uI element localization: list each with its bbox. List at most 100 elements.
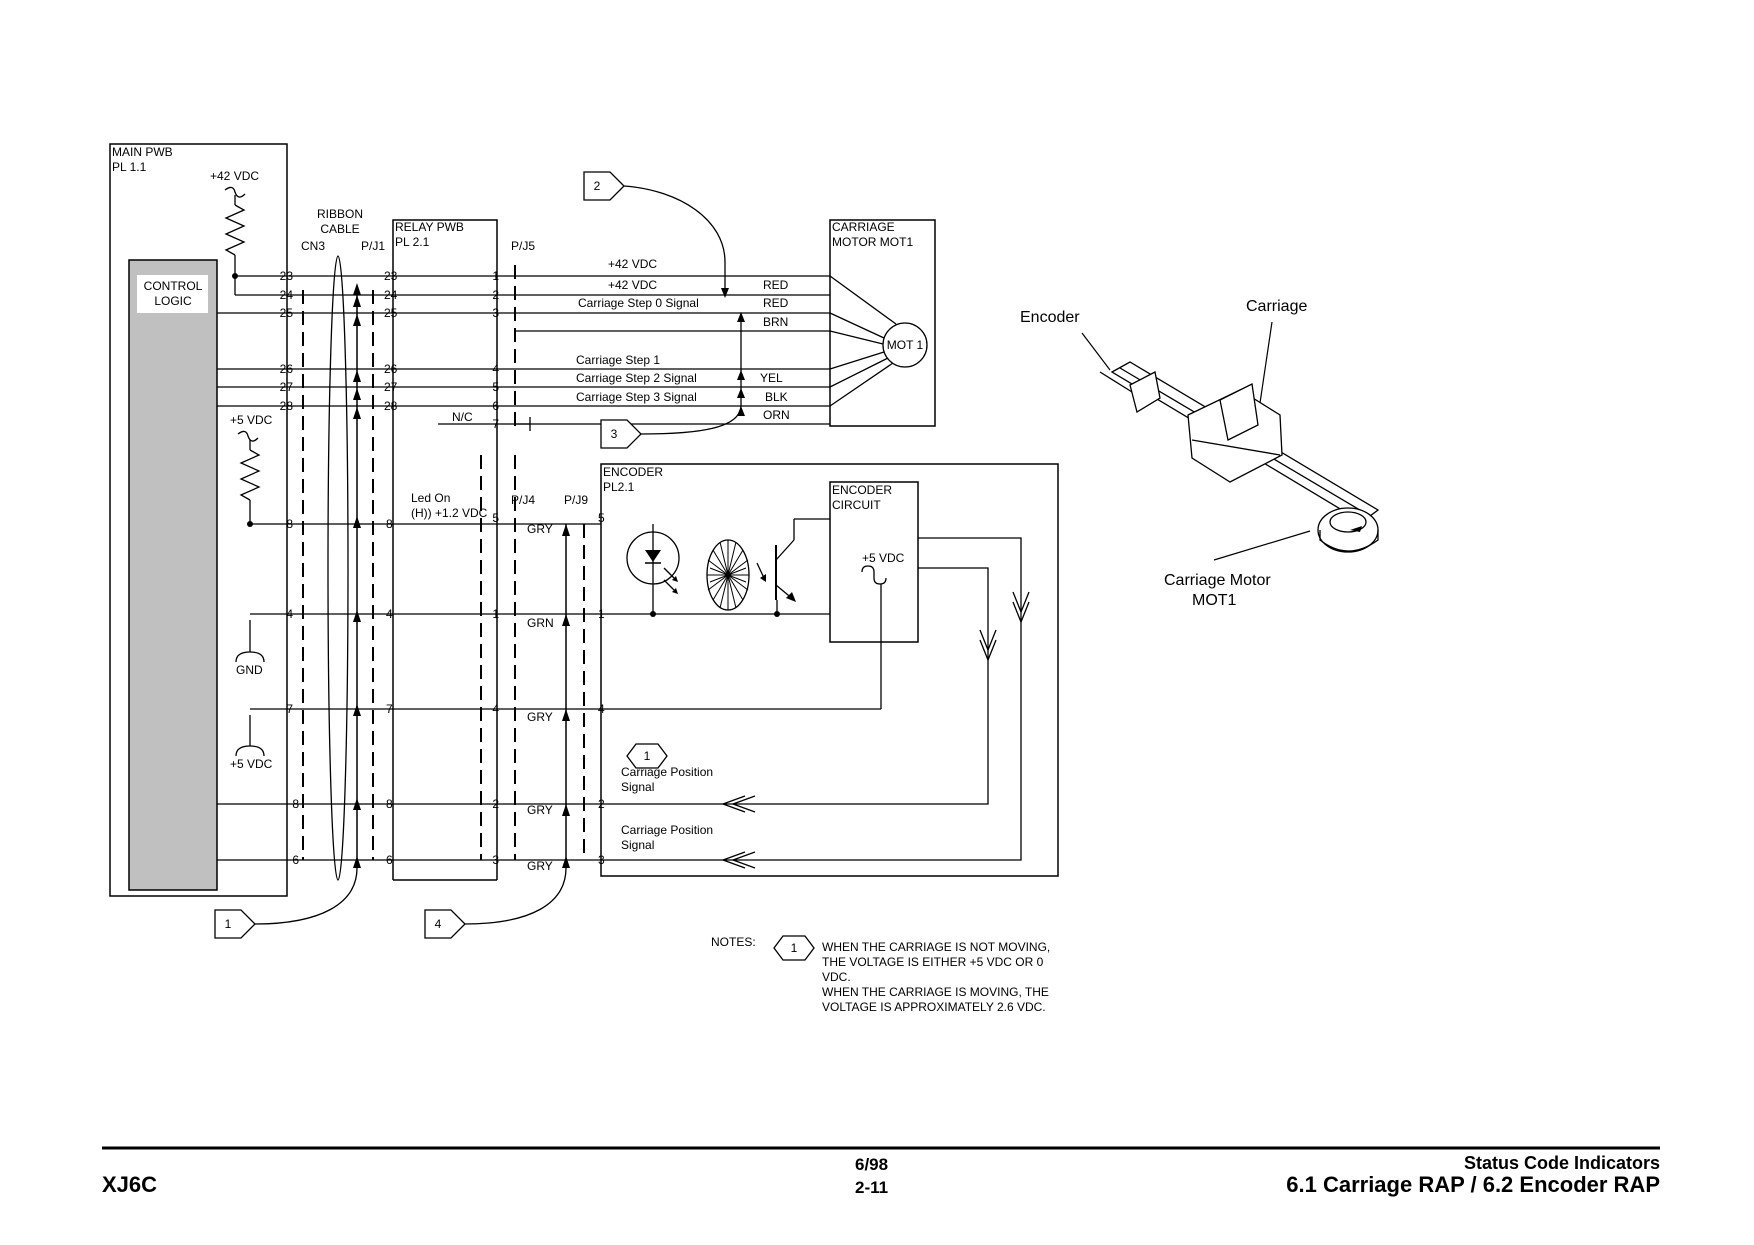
encoder-wheel-icon: [706, 539, 750, 611]
pj1-pin: 7: [386, 702, 393, 716]
footer-page: 2-11: [855, 1178, 889, 1197]
pj1-pin: 24: [384, 288, 398, 302]
main-pwb-title: MAIN PWB: [112, 145, 173, 159]
cn3-pin: 23: [280, 269, 294, 283]
wire-color: GRY: [527, 710, 553, 724]
position-signal-1a: Carriage Position: [621, 765, 713, 779]
notes: NOTES: 1 WHEN THE CARRIAGE IS NOT MOVING…: [711, 935, 1050, 1014]
notes-line: VOLTAGE IS APPROXIMATELY 2.6 VDC.: [822, 1000, 1046, 1014]
carriage-motor-title-2: MOTOR MOT1: [832, 235, 913, 249]
main-pwb: MAIN PWB PL 1.1 CONTROL LOGIC: [109, 143, 288, 897]
pj4-pin: 1: [492, 607, 499, 621]
pj1-pin: 25: [384, 306, 398, 320]
footer-section: Status Code Indicators: [1463, 1153, 1660, 1173]
motor-color-2: RED: [763, 296, 789, 310]
pj5-pin: 6: [492, 399, 499, 413]
assembly-encoder-label: Encoder: [1020, 309, 1080, 326]
pj1-pin: 26: [384, 362, 398, 376]
callouts: 2 3 1 4: [214, 171, 742, 939]
hex-note-label: 1: [644, 749, 651, 763]
motor-signal-6: Carriage Step 3 Signal: [576, 390, 697, 404]
assembly-motor-label-2: MOT1: [1192, 592, 1237, 609]
carriage-motor-box: CARRIAGE MOTOR MOT1 MOT 1: [829, 219, 936, 427]
pj5-label: P/J5: [511, 239, 535, 253]
encoder-wires: 8 4 7 8 6 8 4 7 8 6 5 1 4 2 3 5 1 4 2 3 …: [217, 511, 605, 873]
pj4-label: P/J4: [511, 493, 535, 507]
motor-signal-4: Carriage Step 1: [576, 353, 660, 367]
callout-label: 1: [225, 917, 232, 931]
notes-line: WHEN THE CARRIAGE IS MOVING, THE: [822, 985, 1049, 999]
cn3-pin: 8: [286, 517, 293, 531]
pj1-label: P/J1: [361, 239, 385, 253]
cn3-label: CN3: [301, 239, 325, 253]
ribbon-label-2: CABLE: [320, 222, 359, 236]
control-logic-block: [128, 259, 218, 891]
motor-color-3: BRN: [763, 315, 788, 329]
encoder-box: ENCODER PL2.1: [600, 463, 1059, 877]
pj4-pin: 4: [492, 702, 499, 716]
motor-color-5: YEL: [760, 371, 783, 385]
callout-label: 2: [594, 179, 601, 193]
notes-line: WHEN THE CARRIAGE IS NOT MOVING,: [822, 940, 1050, 954]
callout-label: 3: [611, 427, 618, 441]
relay-pwb: RELAY PWB PL 2.1 P/J5 P/J4 P/J9 Led On (…: [392, 219, 588, 881]
pj1-pin: 27: [384, 380, 398, 394]
motor-color-6: BLK: [765, 390, 788, 404]
supply-5v: +5 VDC: [230, 413, 273, 527]
assembly-carriage-label: Carriage: [1246, 298, 1307, 315]
control-logic-label-2: LOGIC: [154, 294, 192, 308]
pj5-pin: 7: [492, 417, 499, 431]
cn3-pin: 26: [280, 362, 294, 376]
pj5-pin: 1: [492, 269, 499, 283]
notes-line: VDC.: [822, 970, 851, 984]
supply-5v-label-2: +5 VDC: [230, 757, 273, 771]
encoder-circuit-title-1: ENCODER: [832, 483, 892, 497]
encoder-circuit-supply: +5 VDC: [862, 551, 905, 565]
footer-date: 6/98: [855, 1155, 889, 1174]
cn3-pin: 28: [280, 399, 294, 413]
relay-pwb-pl: PL 2.1: [395, 235, 430, 249]
cn3-pin: 24: [280, 288, 294, 302]
footer-title: 6.1 Carriage RAP / 6.2 Encoder RAP: [1286, 1172, 1660, 1197]
callout-label: 4: [435, 917, 442, 931]
motor-color-7: ORN: [763, 408, 790, 422]
led-label-1: Led On: [411, 491, 450, 505]
cn3-pin: 6: [292, 853, 299, 867]
cn3-pin: 4: [286, 607, 293, 621]
wire-color: GRY: [527, 859, 553, 873]
gnd-label: GND: [236, 663, 263, 677]
hex-note-marker: [626, 743, 668, 769]
pj1-pin: 8: [386, 797, 393, 811]
footer-model: XJ6C: [102, 1172, 158, 1197]
ribbon-cable: RIBBON CABLE CN3 P/J1: [301, 207, 385, 881]
notes-line: THE VOLTAGE IS EITHER +5 VDC OR 0: [822, 955, 1044, 969]
cn3-pin: 27: [280, 380, 294, 394]
led-label-2: (H)) +1.2 VDC: [411, 506, 488, 520]
pj1-pin: 6: [386, 853, 393, 867]
carriage-assembly-illustration: Encoder Carriage Carriage Motor MOT1: [1020, 298, 1380, 609]
motor-signal-5: Carriage Step 2 Signal: [576, 371, 697, 385]
relay-pwb-title: RELAY PWB: [395, 220, 464, 234]
ribbon-label-1: RIBBON: [317, 207, 363, 221]
pj5-pin: 5: [492, 380, 499, 394]
wire-color: GRY: [527, 803, 553, 817]
pj5-pin: 2: [492, 288, 499, 302]
encoder-circuit-title-2: CIRCUIT: [832, 498, 881, 512]
position-signal-2a: Carriage Position: [621, 823, 713, 837]
position-signal-1b: Signal: [621, 780, 654, 794]
pj1-pin: 8: [386, 517, 393, 531]
motor-signal-0: +42 VDC: [608, 257, 657, 271]
pj5-pin: 4: [492, 362, 499, 376]
encoder-pl: PL2.1: [603, 480, 635, 494]
assembly-motor-label-1: Carriage Motor: [1164, 572, 1271, 589]
cn3-pin: 25: [280, 306, 294, 320]
pj1-pin: 23: [384, 269, 398, 283]
motor-color-1: RED: [763, 278, 789, 292]
encoder-title: ENCODER: [603, 465, 663, 479]
pj1-pin: 28: [384, 399, 398, 413]
carriage-motor-title-1: CARRIAGE: [832, 220, 895, 234]
pj1-pin: 4: [386, 607, 393, 621]
supply-5v-label: +5 VDC: [230, 413, 273, 427]
pj4-pin: 3: [492, 853, 499, 867]
